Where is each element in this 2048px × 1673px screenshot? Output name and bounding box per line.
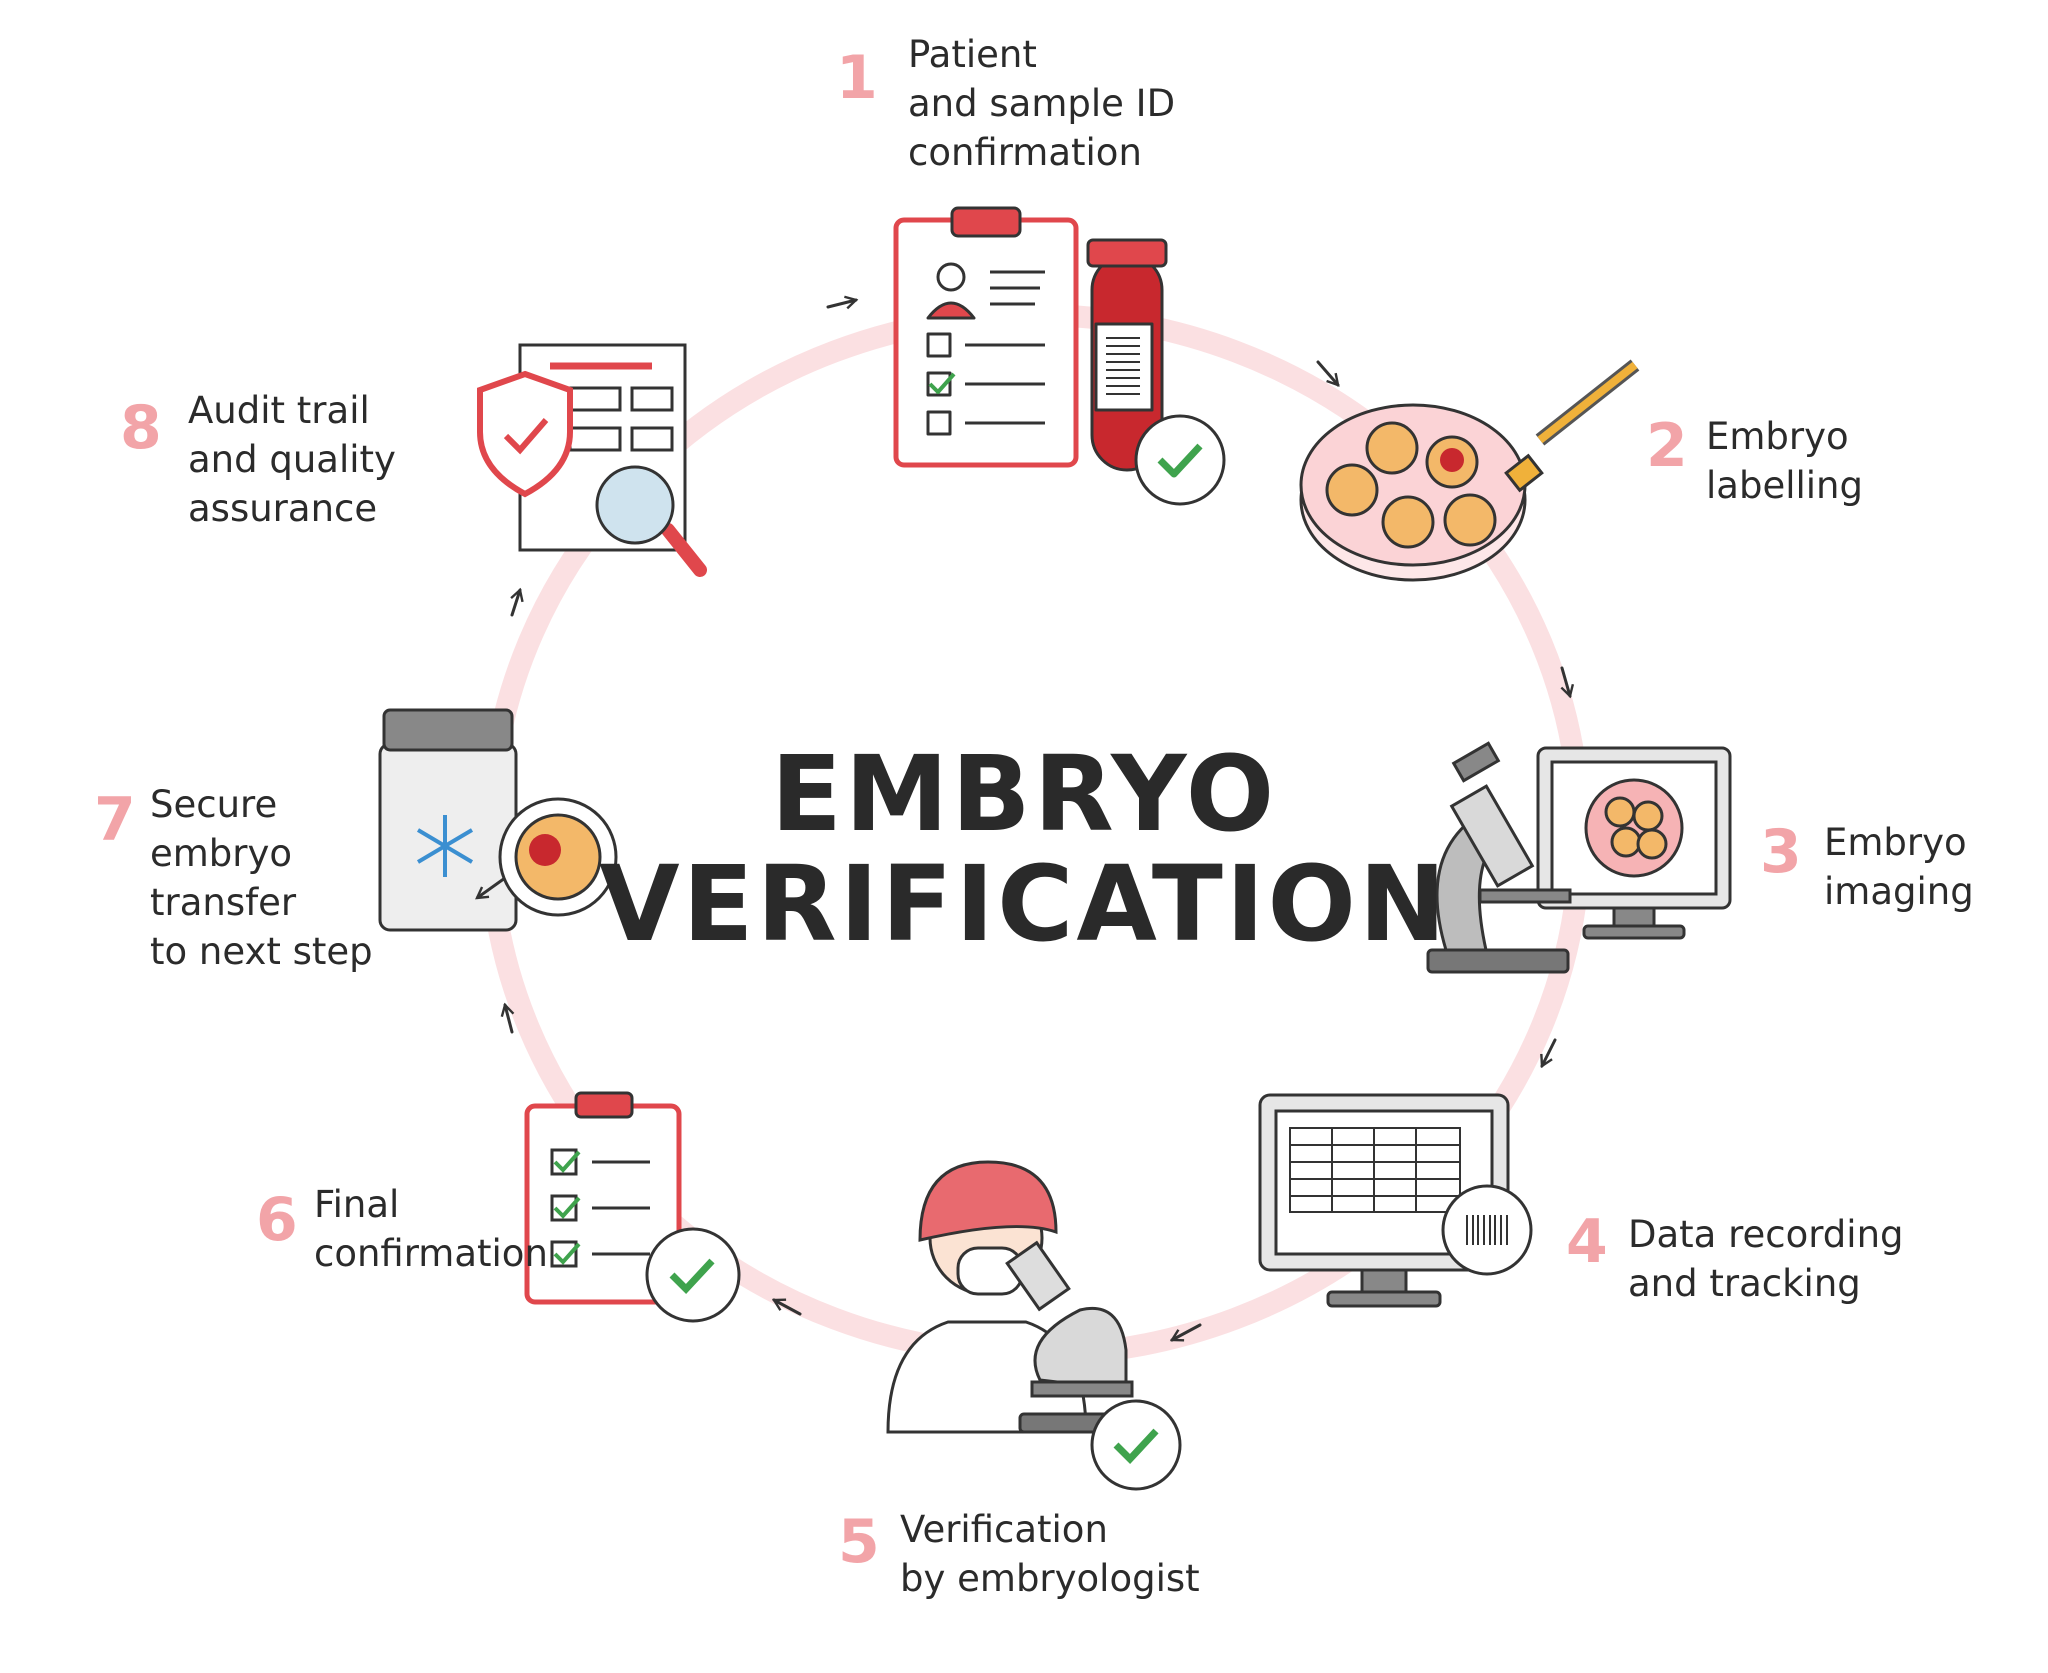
flow-arrows xyxy=(500,295,1575,1342)
step-label: Audit trail and quality assurance xyxy=(188,389,396,530)
step-number: 8 xyxy=(120,393,162,463)
step-number: 5 xyxy=(838,1507,880,1577)
step-number: 2 xyxy=(1646,411,1688,481)
arrow-1-to-2 xyxy=(1316,360,1340,387)
monitor-spreadsheet-barcode-icon xyxy=(1258,1093,1533,1308)
microscope-and-monitor-icon xyxy=(1426,741,1732,974)
diagram-title-line-1: EMBRYO xyxy=(770,733,1278,855)
diagram-title-line-2: VERIFICATION xyxy=(599,843,1449,965)
step-number: 3 xyxy=(1760,817,1802,887)
step-label: Final confirmation xyxy=(314,1183,548,1275)
step-label: Verification by embryologist xyxy=(900,1508,1200,1600)
arrow-5-to-6 xyxy=(771,1298,802,1316)
cryo-container-icon xyxy=(378,708,618,932)
arrow-6-to-7 xyxy=(500,1002,515,1034)
arrow-8-to-1 xyxy=(826,295,859,310)
step-number: 6 xyxy=(256,1185,298,1255)
document-shield-magnifier-icon xyxy=(477,343,707,577)
step-number: 7 xyxy=(94,785,136,855)
arrow-3-to-4 xyxy=(1540,1038,1557,1069)
step-label: Secure embryo transfer to next step xyxy=(150,783,373,973)
step-number: 4 xyxy=(1566,1207,1608,1277)
checklist-clipboard-icon xyxy=(524,1091,741,1323)
petri-dish-and-marker-icon xyxy=(1299,359,1640,582)
embryologist-at-microscope-icon xyxy=(886,1160,1182,1491)
step-number: 1 xyxy=(836,43,878,113)
step-label: Data recording and tracking xyxy=(1628,1213,1904,1305)
step-label: Patient and sample ID confirmation xyxy=(908,33,1176,174)
arrow-7-to-8 xyxy=(510,587,524,617)
clipboard-and-sample-tube-icon xyxy=(893,206,1226,506)
arrow-2-to-3 xyxy=(1560,666,1575,699)
arrow-4-to-5 xyxy=(1169,1323,1202,1342)
step-label: Embryo labelling xyxy=(1706,415,1863,507)
step-label: Embryo imaging xyxy=(1824,821,1974,913)
